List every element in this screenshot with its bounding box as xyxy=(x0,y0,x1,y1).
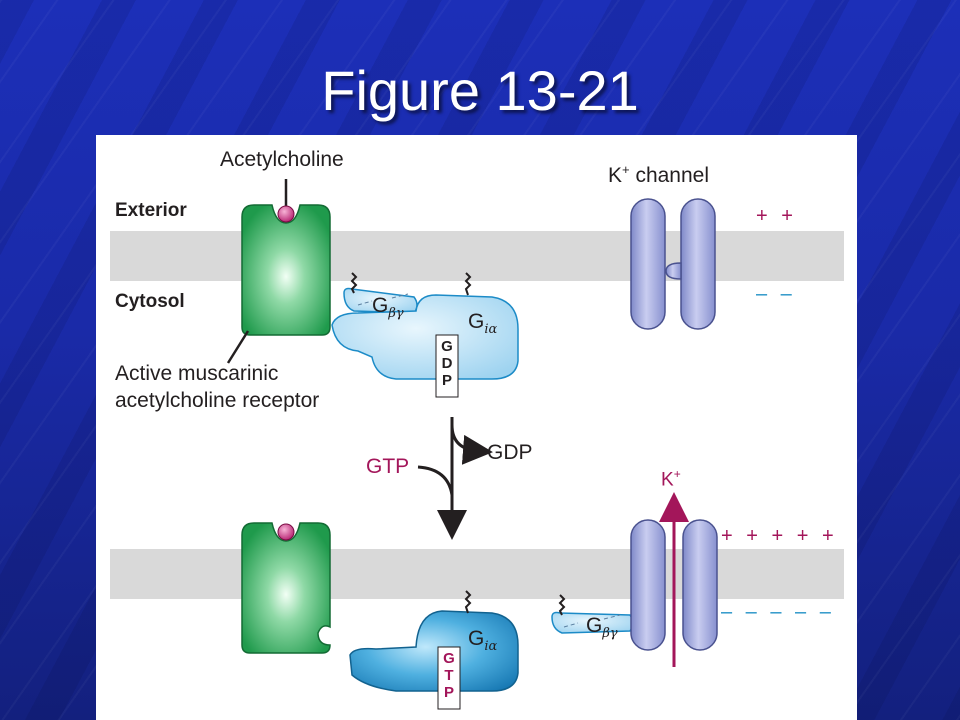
k-channel-label-plus: + xyxy=(622,162,630,177)
g-beta-gamma-top-label: Gβγ xyxy=(372,294,404,322)
g-i-alpha-bottom xyxy=(349,610,519,692)
cytosol-label: Cytosol xyxy=(115,291,185,312)
receptor-bottom xyxy=(241,522,331,654)
charge-bottom-negative: – – – – – xyxy=(721,601,835,623)
k-channel-gate xyxy=(665,262,682,280)
receptor-pointer xyxy=(226,330,250,364)
lipid-anchor-bg-bottom xyxy=(558,594,566,616)
k-channel-right-top xyxy=(680,198,716,330)
charge-top-positive: + + xyxy=(756,205,797,227)
slide-title: Figure 13-21 xyxy=(321,59,639,122)
k-channel-left-top xyxy=(630,198,666,330)
charge-bottom-positive: + + + + + xyxy=(721,525,838,547)
gtp-entry-arrow xyxy=(417,465,454,496)
gtp-letter-t: T xyxy=(444,667,454,684)
lipid-anchor-ia-top xyxy=(464,272,472,296)
k-channel-label-text: channel xyxy=(635,164,710,187)
membrane-bottom xyxy=(110,549,844,599)
g-i-alpha-bottom-label: Giα xyxy=(468,627,498,655)
k-ion-label: K+ xyxy=(661,467,681,491)
receptor-label-line2: acetylcholine receptor xyxy=(115,389,320,412)
gdp-letter-p: P xyxy=(441,372,452,389)
gtp-letter-g: G xyxy=(443,650,455,667)
gdp-pocket xyxy=(435,334,459,398)
acetylcholine-label: Acetylcholine xyxy=(220,148,344,171)
acetylcholine-ligand-top xyxy=(277,205,295,223)
receptor-top xyxy=(241,204,331,336)
gtp-letter-p: P xyxy=(443,684,454,701)
gdp-letter-g: G xyxy=(441,338,453,355)
charge-top-negative: – – xyxy=(756,283,796,305)
membrane-top xyxy=(110,231,844,281)
k-channel-label: K+ channel xyxy=(608,162,709,188)
g-i-alpha-top-label: Giα xyxy=(468,310,498,338)
k-channel-left-bottom xyxy=(630,519,666,651)
k-channel-label-k: K xyxy=(608,164,623,187)
k-channel-right-bottom xyxy=(682,519,718,651)
acetylcholine-ligand-bottom xyxy=(277,523,295,541)
receptor-label-line1: Active muscarinic xyxy=(115,362,279,385)
g-i-alpha-top xyxy=(331,294,519,380)
lipid-anchor-ia-bottom xyxy=(464,590,472,614)
g-beta-gamma-bottom-label: Gβγ xyxy=(586,614,618,642)
diagram-graphics xyxy=(110,179,844,710)
gdp-release-arrow xyxy=(450,424,493,465)
exterior-label: Exterior xyxy=(115,200,187,221)
figure-panel: Acetylcholine Exterior Cytosol Active mu… xyxy=(96,135,857,720)
lipid-anchor-bg-top xyxy=(350,272,358,294)
gtp-label: GTP xyxy=(366,455,410,478)
gdp-letter-d: D xyxy=(441,355,453,372)
gtp-pocket xyxy=(437,646,461,710)
gdp-label: GDP xyxy=(487,441,533,464)
